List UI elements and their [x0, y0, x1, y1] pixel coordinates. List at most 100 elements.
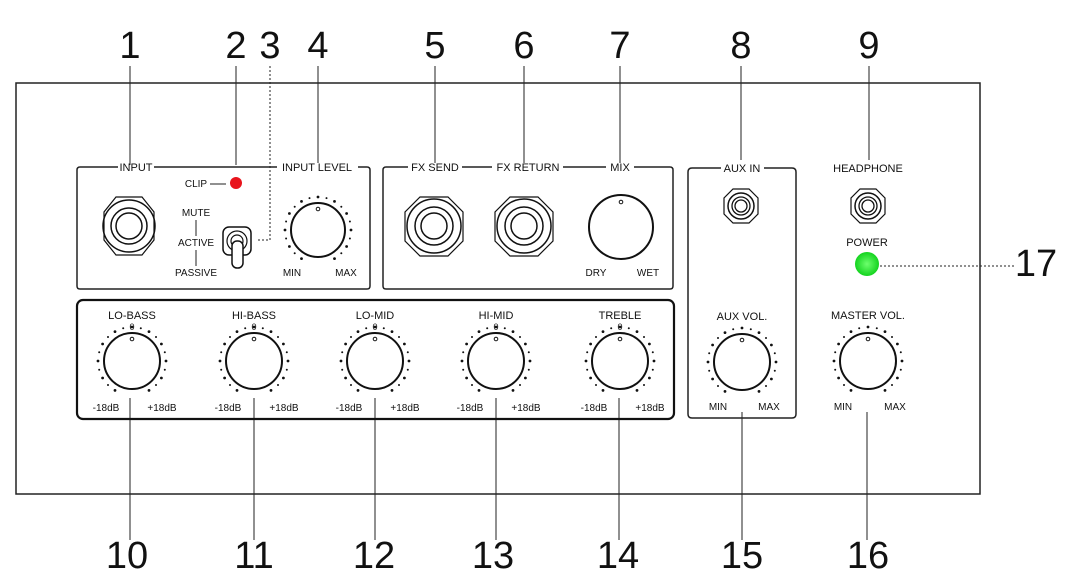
knob-tick — [348, 237, 351, 240]
knob-tick — [340, 205, 343, 208]
knob-tick — [98, 351, 101, 354]
callout-1: 1 — [119, 25, 140, 67]
knob-tick — [341, 368, 344, 371]
knob-tick — [345, 245, 348, 248]
eq-knob[interactable] — [218, 325, 290, 392]
knob-tick — [527, 351, 530, 354]
knob-pointer — [739, 337, 745, 343]
knob-tick — [277, 336, 279, 338]
knob-tick — [723, 390, 727, 393]
knob-tick — [390, 330, 394, 333]
knob-tick — [834, 368, 837, 371]
knob-tick — [160, 342, 163, 346]
knob-tick — [471, 384, 473, 386]
knob-tick — [407, 359, 411, 363]
eq-band-hi-mid: HI-MID0-18dB+18dB — [457, 310, 541, 414]
knob-tick — [486, 327, 489, 330]
eq-knob[interactable] — [339, 325, 411, 392]
eq-knob[interactable] — [96, 325, 168, 392]
knob-tick — [627, 327, 630, 330]
eq-min-label: -18dB — [336, 403, 363, 414]
knob-tick — [584, 359, 588, 363]
knob-tick — [113, 330, 117, 333]
callout-13: 13 — [472, 535, 514, 577]
aux-vol-knob[interactable] — [706, 326, 778, 393]
knob-tick — [527, 368, 530, 371]
knob-tick — [341, 351, 344, 354]
knob-tick — [356, 389, 360, 392]
input-level-knob[interactable] — [283, 195, 353, 260]
power-label: POWER — [846, 237, 888, 249]
eq-min-label: -18dB — [457, 403, 484, 414]
knob-tick — [155, 384, 157, 386]
power-led — [855, 252, 879, 276]
callout-11: 11 — [234, 535, 273, 577]
knob-tick — [122, 327, 125, 330]
knob-tick — [349, 228, 353, 232]
eq-band-label: LO-BASS — [108, 310, 156, 322]
knob-tick — [706, 360, 710, 364]
knob-tick — [229, 384, 231, 386]
knob-tick — [900, 359, 904, 363]
knob-tick — [350, 384, 352, 386]
master-vol-knob[interactable] — [832, 325, 904, 392]
knob-tick — [261, 327, 264, 330]
knob-pointer — [129, 336, 135, 342]
knob-tick — [277, 384, 279, 386]
knob-tick — [316, 195, 320, 199]
headphone-jack[interactable] — [850, 188, 886, 224]
knob-tick — [837, 342, 840, 346]
knob-tick — [849, 389, 853, 392]
knob-tick — [252, 325, 256, 329]
knob-tick — [519, 384, 521, 386]
mix-knob[interactable] — [588, 194, 654, 260]
knob-tick — [717, 385, 719, 387]
knob-tick — [586, 351, 589, 354]
knob-tick — [843, 384, 845, 386]
knob-tick — [708, 369, 711, 372]
knob-tick — [717, 337, 719, 339]
knob-tick — [285, 220, 288, 223]
aux-vol-max: MAX — [758, 402, 780, 413]
aux-in-jack[interactable] — [723, 188, 759, 224]
knob-tick — [403, 342, 406, 346]
master-vol-min: MIN — [834, 402, 852, 413]
clip-label: CLIP — [185, 179, 208, 190]
knob-tick — [651, 368, 654, 371]
knob-tick — [235, 389, 239, 392]
fx-return-jack[interactable] — [494, 196, 554, 257]
knob-tick — [460, 359, 464, 363]
knob-tick — [528, 359, 532, 363]
fx-send-jack[interactable] — [404, 196, 464, 257]
eq-band-label: HI-BASS — [232, 310, 276, 322]
callout-10: 10 — [106, 535, 148, 577]
knob-tick — [130, 325, 134, 329]
mute-active-passive-switch[interactable] — [222, 226, 252, 269]
knob-pointer — [493, 336, 499, 342]
knob-tick — [774, 360, 778, 364]
eq-knob[interactable] — [584, 325, 656, 392]
knob-tick — [732, 328, 735, 331]
knob-body — [225, 332, 283, 390]
aux-vol-min: MIN — [709, 402, 727, 413]
input-jack[interactable] — [102, 196, 156, 256]
eq-max-label: +18dB — [635, 403, 665, 414]
knob-tick — [235, 330, 239, 333]
knob-tick — [652, 359, 656, 363]
knob-tick — [471, 336, 473, 338]
callout-15: 15 — [721, 535, 763, 577]
fx-return-label: FX RETURN — [497, 162, 560, 174]
eq-knob[interactable] — [460, 325, 532, 392]
knob-tick — [160, 376, 163, 380]
eq-band-label: LO-MID — [356, 310, 395, 322]
knob-tick — [462, 368, 465, 371]
knob-tick — [345, 212, 348, 215]
knob-tick — [333, 257, 336, 260]
knob-tick — [875, 327, 878, 330]
knob-body — [290, 202, 346, 258]
knob-tick — [340, 252, 343, 255]
knob-body — [713, 333, 771, 391]
knob-tick — [344, 342, 347, 346]
knob-tick — [147, 330, 151, 333]
